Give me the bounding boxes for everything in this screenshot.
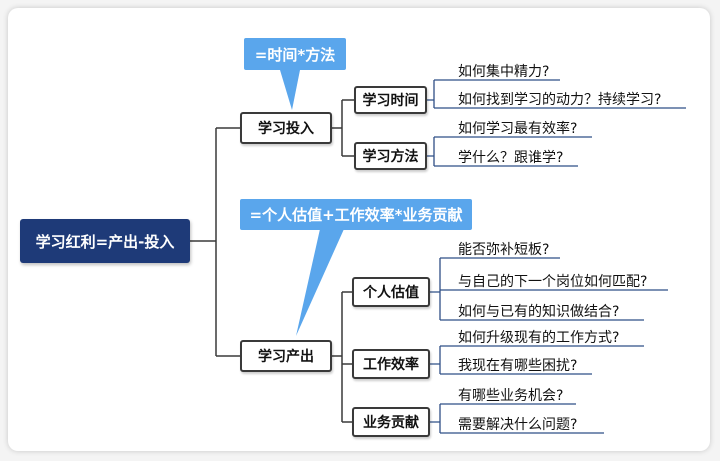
leaf-efficiency: 如何学习最有效率?: [458, 121, 578, 137]
node-learning-method: 学习方法: [354, 142, 427, 170]
leaf-upgrade-work: 如何升级现有的工作方式?: [458, 330, 620, 346]
callout-input-formula: =时间*方法: [244, 38, 346, 70]
leaf-combine-knowledge: 如何与已有的知识做结合?: [458, 304, 620, 320]
leaf-problems: 需要解决什么问题?: [458, 417, 578, 433]
leaf-troubles: 我现在有哪些困扰?: [458, 358, 578, 374]
node-work-efficiency: 工作效率: [352, 349, 430, 379]
leaf-motivation: 如何找到学习的动力？持续学习?: [458, 92, 662, 108]
node-business-contribution: 业务贡献: [352, 407, 430, 437]
leaf-opportunities: 有哪些业务机会?: [458, 388, 564, 404]
node-learning-time: 学习时间: [354, 86, 427, 114]
callout-output-formula: =个人估值+工作效率*业务贡献: [240, 199, 472, 230]
node-learning-input: 学习投入: [240, 112, 332, 144]
root-node: 学习红利=产出-投入: [20, 219, 190, 263]
leaf-shortcoming: 能否弥补短板?: [458, 242, 550, 258]
callout-pointer-2: [296, 229, 344, 336]
node-personal-value: 个人估值: [352, 277, 430, 307]
leaf-what-who: 学什么？跟谁学?: [458, 150, 564, 166]
node-learning-output: 学习产出: [240, 340, 332, 372]
leaf-next-position: 与自己的下一个岗位如何匹配?: [458, 274, 648, 290]
callout-pointer-1: [280, 70, 300, 110]
leaf-focus: 如何集中精力?: [458, 64, 550, 80]
